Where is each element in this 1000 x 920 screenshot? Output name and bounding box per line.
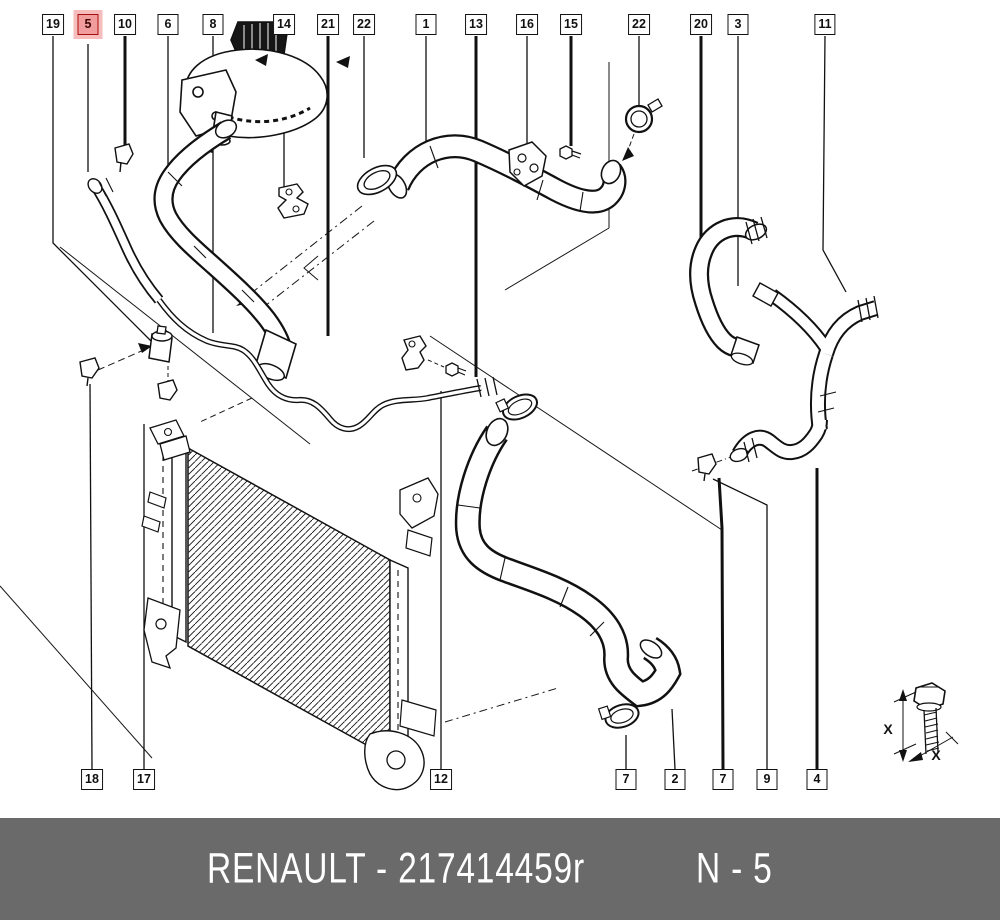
leader-18 xyxy=(89,383,93,770)
exploded-view-drawing: X X xyxy=(0,21,959,791)
callout-22[interactable]: 22 xyxy=(353,14,375,35)
dimension-label-x1: X xyxy=(883,721,893,737)
clamp-7 xyxy=(597,703,640,729)
leader-9 xyxy=(712,478,768,769)
bracket-14 xyxy=(277,183,309,219)
brand-text: RENAULT xyxy=(207,844,366,893)
callout-19[interactable]: 19 xyxy=(42,14,64,35)
radiator-core xyxy=(187,446,391,760)
callout-2[interactable]: 2 xyxy=(664,769,686,790)
leader-19 xyxy=(52,36,154,344)
leader-lines xyxy=(52,35,847,770)
s-hose xyxy=(689,216,768,366)
callout-13[interactable]: 13 xyxy=(465,14,487,35)
callout-18[interactable]: 18 xyxy=(81,769,103,790)
projection-guide-lines xyxy=(0,62,732,759)
callout-5[interactable]: 5 xyxy=(77,14,99,35)
leader-7b xyxy=(717,477,725,770)
callout-11[interactable]: 11 xyxy=(814,14,836,35)
callout-20[interactable]: 20 xyxy=(690,14,712,35)
small-parts xyxy=(79,98,717,729)
sheet-reference: N - 5 xyxy=(696,844,773,893)
clip-18 xyxy=(79,357,100,387)
callout-3[interactable]: 3 xyxy=(727,14,749,35)
callout-15[interactable]: 15 xyxy=(560,14,582,35)
tank-outlet-hose xyxy=(153,119,297,382)
callout-21[interactable]: 21 xyxy=(317,14,339,35)
leader-11 xyxy=(822,35,847,293)
clip-19b xyxy=(157,379,178,401)
spring-clamp-22b xyxy=(624,98,663,134)
callout-22[interactable]: 22 xyxy=(628,14,650,35)
callout-7[interactable]: 7 xyxy=(712,769,734,790)
footer-part-reference: RENAULT - 217414459r xyxy=(207,845,585,894)
callout-14[interactable]: 14 xyxy=(273,14,295,35)
callout-4[interactable]: 4 xyxy=(806,769,828,790)
callout-7[interactable]: 7 xyxy=(615,769,637,790)
bolt-head xyxy=(913,682,946,710)
bolt-15 xyxy=(559,145,582,160)
callout-8[interactable]: 8 xyxy=(202,14,224,35)
radiator xyxy=(141,419,439,791)
bolt-13 xyxy=(445,362,467,377)
bolt-dimension-detail: X X xyxy=(883,682,959,763)
callout-9[interactable]: 9 xyxy=(756,769,778,790)
callout-1[interactable]: 1 xyxy=(415,14,437,35)
callout-10[interactable]: 10 xyxy=(114,14,136,35)
callout-17[interactable]: 17 xyxy=(133,769,155,790)
clamp-20 xyxy=(495,393,538,421)
dimension-label-x2: X xyxy=(931,747,941,763)
upper-radiator-hose xyxy=(386,134,627,214)
footer-bar: RENAULT - 217414459r N - 5 xyxy=(0,818,1000,920)
expansion-tank xyxy=(179,21,350,154)
separator-text: - xyxy=(376,844,388,893)
bleed-hose-and-pipe xyxy=(87,177,498,433)
gasket-clamp-22a xyxy=(356,164,398,196)
callout-12[interactable]: 12 xyxy=(430,769,452,790)
lower-radiator-hose xyxy=(454,417,682,708)
clip-10 xyxy=(114,143,134,173)
bracket-13 xyxy=(401,335,427,371)
leader-2 xyxy=(671,708,676,770)
y-hose-assembly xyxy=(729,282,879,463)
callout-16[interactable]: 16 xyxy=(516,14,538,35)
callout-6[interactable]: 6 xyxy=(157,14,179,35)
clip-9 xyxy=(697,453,717,482)
part-number: 217414459r xyxy=(398,844,585,893)
